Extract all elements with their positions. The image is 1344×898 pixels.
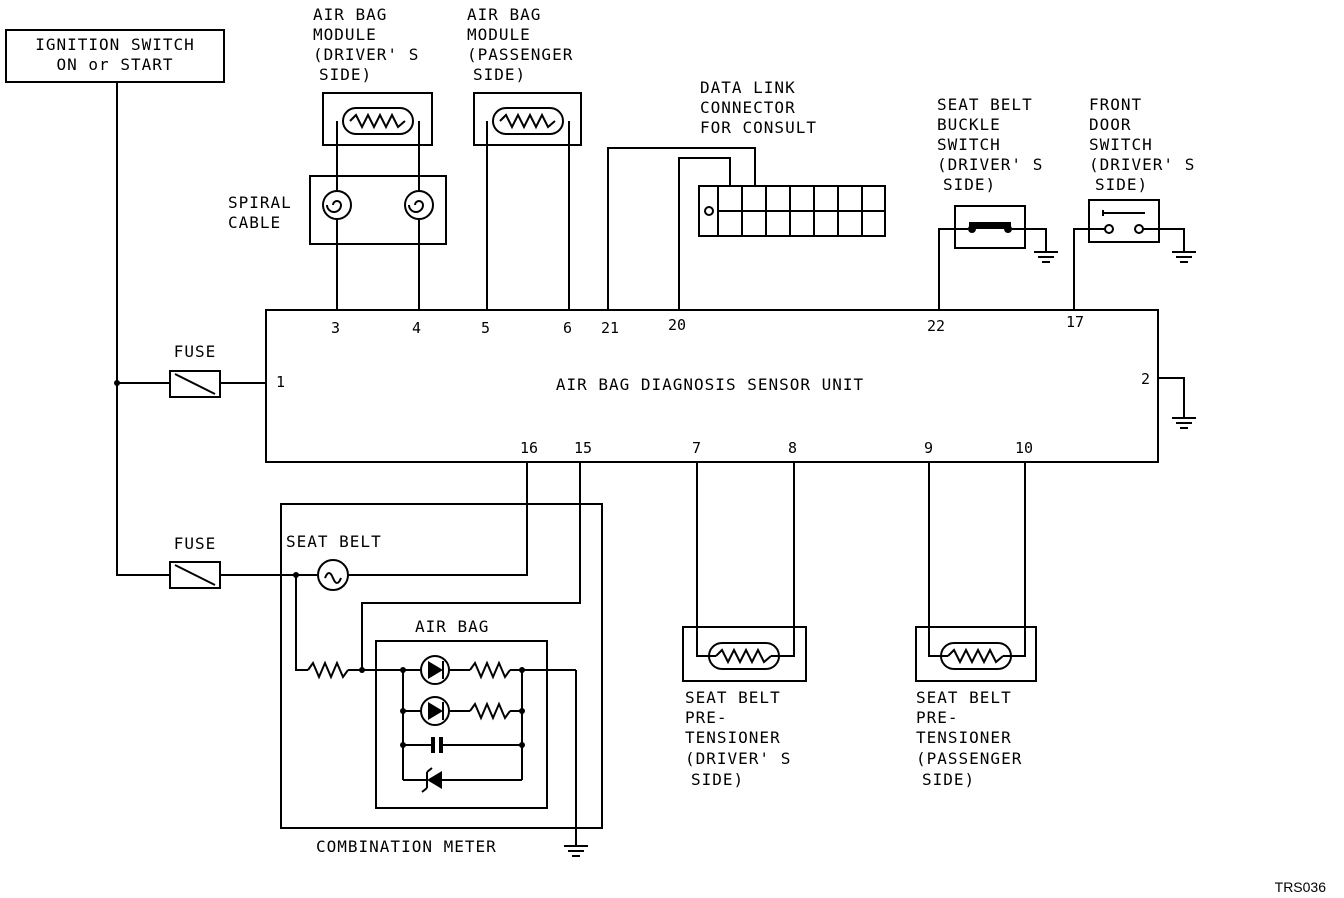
pt-psg-label-1: SEAT BELT	[916, 688, 1012, 707]
unit-ground	[1158, 377, 1196, 429]
door-label-5: SIDE)	[1095, 175, 1148, 194]
pin-21: 21	[601, 319, 619, 337]
drv-module-label-4: SIDE)	[319, 65, 372, 84]
buckle-label-3: SWITCH	[937, 135, 1001, 154]
pin-9: 9	[924, 439, 933, 457]
pin-5: 5	[481, 319, 490, 337]
diagnosis-sensor-unit: AIR BAG DIAGNOSIS SENSOR UNIT 1 2 3 4 5 …	[265, 309, 1159, 463]
pin-16: 16	[520, 439, 538, 457]
front-door-switch: FRONT DOOR SWITCH (DRIVER' S SIDE)	[1073, 95, 1196, 310]
pt-psg-label-3: TENSIONER	[916, 728, 1012, 747]
pin-3: 3	[331, 319, 340, 337]
driver-airbag-module: AIR BAG MODULE (DRIVER' S SIDE)	[313, 5, 433, 146]
fuse-top-label: FUSE	[174, 342, 217, 361]
fuse-top: FUSE	[169, 342, 266, 398]
combination-meter: COMBINATION METER SEAT BELT AIR BAG	[220, 462, 603, 857]
pin-15: 15	[574, 439, 592, 457]
drv-module-label-2: MODULE	[313, 25, 377, 44]
fuse-bottom: FUSE	[169, 534, 221, 589]
seat-belt-buckle-switch: SEAT BELT BUCKLE SWITCH (DRIVER' S SIDE)	[937, 95, 1058, 310]
pin-17: 17	[1066, 313, 1084, 331]
driver-module-wires	[336, 121, 420, 310]
dlc-label-1: DATA LINK	[700, 78, 796, 97]
dlc-label-2: CONNECTOR	[700, 98, 796, 117]
drv-module-label-1: AIR BAG	[313, 5, 387, 24]
pt-psg-label-5: SIDE)	[922, 770, 975, 789]
psg-module-label-3: (PASSENGER	[467, 45, 573, 64]
junction-dot	[114, 380, 120, 386]
spiral-cable: SPIRAL CABLE	[228, 175, 447, 245]
pin-8: 8	[788, 439, 797, 457]
pretensioner-passenger: SEAT BELT PRE- TENSIONER (PASSENGER SIDE…	[915, 462, 1037, 789]
ignition-switch-box: IGNITION SWITCH ON or START	[5, 29, 225, 83]
ignition-label-line1: IGNITION SWITCH	[35, 35, 195, 54]
supply-wire	[114, 82, 170, 576]
pt-drv-label-1: SEAT BELT	[685, 688, 781, 707]
pretensioner-driver: SEAT BELT PRE- TENSIONER (DRIVER' S SIDE…	[682, 462, 807, 789]
figure-code: TRS036	[1275, 879, 1327, 895]
pt-drv-label-3: TENSIONER	[685, 728, 781, 747]
data-link-connector: DATA LINK CONNECTOR FOR CONSULT	[607, 78, 886, 310]
ignition-label-line2: ON or START	[57, 55, 174, 74]
pin-20: 20	[668, 316, 686, 334]
dlc-label-3: FOR CONSULT	[700, 118, 817, 137]
door-label-2: DOOR	[1089, 115, 1132, 134]
pt-psg-label-2: PRE-	[916, 708, 959, 727]
pin-2: 2	[1141, 370, 1150, 388]
seat-belt-lamp-icon	[317, 559, 349, 591]
combination-meter-label: COMBINATION METER	[316, 837, 497, 856]
pin-1: 1	[276, 373, 285, 391]
seat-belt-lamp-label: SEAT BELT	[286, 532, 382, 551]
psg-module-label-4: SIDE)	[473, 65, 526, 84]
pin-10: 10	[1015, 439, 1033, 457]
pt-drv-label-4: (DRIVER' S	[685, 749, 791, 768]
pt-drv-label-5: SIDE)	[691, 770, 744, 789]
pin-6: 6	[563, 319, 572, 337]
pt-drv-label-2: PRE-	[685, 708, 728, 727]
pin-7: 7	[692, 439, 701, 457]
psg-module-label-2: MODULE	[467, 25, 531, 44]
fuse-bottom-label: FUSE	[174, 534, 217, 553]
buckle-label-2: BUCKLE	[937, 115, 1001, 134]
drv-module-label-3: (DRIVER' S	[313, 45, 419, 64]
door-label-4: (DRIVER' S	[1089, 155, 1195, 174]
pin-22: 22	[927, 317, 945, 335]
buckle-label-1: SEAT BELT	[937, 95, 1033, 114]
door-label-1: FRONT	[1089, 95, 1142, 114]
spiral-label-2: CABLE	[228, 213, 281, 232]
pt-psg-label-4: (PASSENGER	[916, 749, 1022, 768]
buckle-label-4: (DRIVER' S	[937, 155, 1043, 174]
psg-module-label-1: AIR BAG	[467, 5, 541, 24]
spiral-label-1: SPIRAL	[228, 193, 292, 212]
buckle-label-5: SIDE)	[943, 175, 996, 194]
airbag-lamp-label: AIR BAG	[415, 617, 489, 636]
unit-title: AIR BAG DIAGNOSIS SENSOR UNIT	[556, 375, 864, 394]
pin-4: 4	[412, 319, 421, 337]
passenger-airbag-module: AIR BAG MODULE (PASSENGER SIDE)	[467, 5, 582, 310]
door-label-3: SWITCH	[1089, 135, 1153, 154]
